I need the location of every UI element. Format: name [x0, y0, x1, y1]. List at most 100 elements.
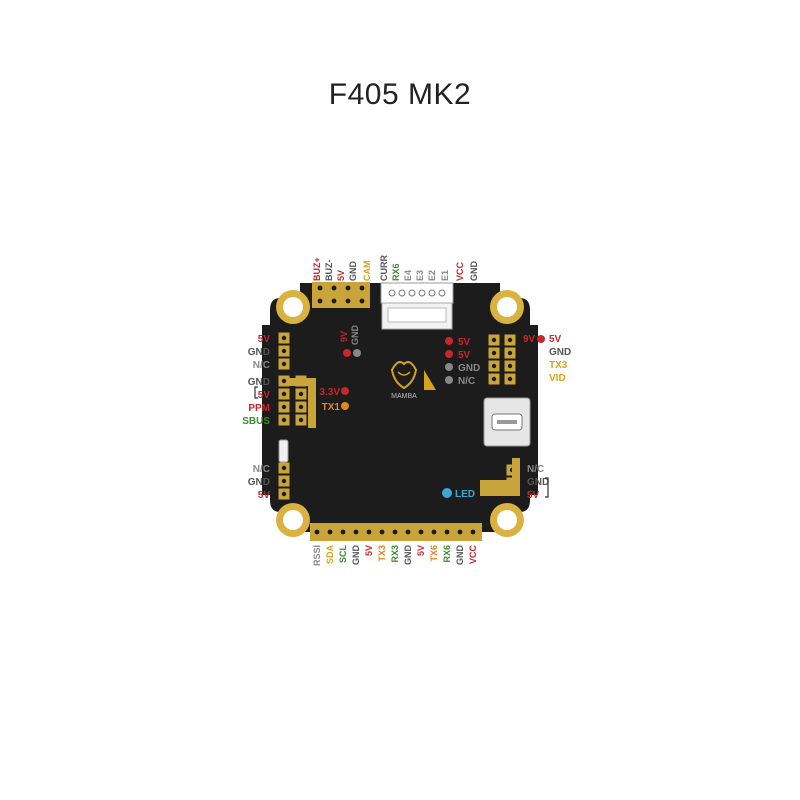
bottom-pad-hole: [353, 529, 359, 535]
bottom-pad-hole: [340, 529, 346, 535]
board-body: [270, 283, 530, 532]
left-middle-pad: [278, 388, 290, 400]
bottom-pad-hole: [379, 529, 385, 535]
bottom-pad-label: 5V: [364, 545, 374, 556]
top-pad-label: BUZ-: [324, 260, 334, 282]
diagram-title: F405 MK2: [328, 78, 472, 111]
top-pad-label: E2: [427, 270, 437, 281]
bottom-pad-hole: [444, 529, 450, 535]
top-pad-label: E4: [403, 270, 413, 281]
top-pad-hole: [317, 298, 323, 304]
bottom-pad-hole: [314, 529, 320, 535]
right-top-label: GND: [549, 347, 571, 358]
bottom-pad-label: RX6: [442, 545, 452, 563]
top-pad-hole: [331, 285, 337, 291]
left-bottom-pad: [278, 488, 290, 500]
right-top-pad: [488, 347, 500, 359]
esc-pin: [418, 289, 426, 297]
top-pad-hole: [359, 298, 365, 304]
bottom-pad-hole: [457, 529, 463, 535]
left-top-pad: [278, 345, 290, 357]
mount-hole-bottom-right: [490, 503, 524, 537]
bottom-pad-label: VCC: [468, 545, 478, 565]
bottom-pad-label: 5V: [416, 545, 426, 556]
inner-markers: 9V GND 3.3V TX1 5V 5V GND N/C 9V LED: [319, 325, 545, 500]
left-top-label: 5V: [258, 334, 271, 345]
dot-gnd-r: [445, 363, 453, 371]
left-top-pad: [278, 332, 290, 344]
right-top-pad-outer: [504, 373, 516, 385]
right-top-label: VID: [549, 373, 566, 384]
top-pad-label: GND: [469, 261, 479, 282]
bottom-pad-group: [310, 523, 482, 541]
label-5v-a: 5V: [458, 337, 471, 348]
left-top-label: GND: [248, 347, 270, 358]
mamba-logo-text: MAMBA: [391, 393, 417, 400]
bottom-pad-label: SDA: [325, 545, 335, 565]
top-pad-label: GND: [348, 261, 358, 282]
esc-pin: [438, 289, 446, 297]
left-top-label: N/C: [253, 360, 270, 371]
left-middle-pad: [278, 375, 290, 387]
dot-5v-a: [445, 337, 453, 345]
left-5v-bracket: [254, 386, 258, 399]
label-nc-r: N/C: [458, 376, 475, 387]
bottom-pad-hole: [366, 529, 372, 535]
bottom-pad-hole: [405, 529, 411, 535]
board-left-tab: [262, 325, 276, 495]
right-top-pad-outer: [504, 334, 516, 346]
bottom-pad-label: TX6: [429, 545, 439, 562]
left-middle-pad: [278, 414, 290, 426]
bottom-pad-label: SCL: [338, 544, 348, 563]
dot-5v-edge: [537, 335, 545, 343]
bottom-pad-label: GND: [351, 545, 361, 566]
mount-hole-bottom-left: [276, 503, 310, 537]
bottom-pad-label: GND: [455, 545, 465, 566]
left-middle-bracket-pad: [288, 378, 316, 428]
left-middle-label: PPM: [248, 403, 270, 414]
top-pad-label: CURR: [379, 255, 389, 281]
mount-hole-top-right: [490, 290, 524, 324]
bottom-pad-label: RX3: [390, 545, 400, 563]
top-pad-label: E1: [440, 270, 450, 281]
top-pad-label: 5V: [336, 270, 346, 281]
esc-pin: [408, 289, 416, 297]
left-middle-label: SBUS: [242, 416, 270, 427]
left-middle-pad-inner: [295, 388, 307, 400]
left-bottom-pad: [278, 462, 290, 474]
top-pad-hole: [345, 298, 351, 304]
label-9v-edge: 9V: [523, 334, 536, 345]
top-pad-hole: [317, 285, 323, 291]
led-indicator: [442, 488, 452, 498]
right-gnd-bracket: [545, 477, 549, 498]
left-bottom-pad: [278, 475, 290, 487]
left-bottom-label: 5V: [258, 490, 271, 501]
right-top-label: TX3: [549, 360, 568, 371]
bottom-pad-hole: [470, 529, 476, 535]
dot-9v-top: [343, 349, 351, 357]
label-5v-b: 5V: [458, 350, 471, 361]
top-pad-label: BUZ+: [312, 257, 322, 281]
mount-hole-top-left: [276, 290, 310, 324]
label-3v3: 3.3V: [319, 387, 340, 398]
esc-connector-slot: [387, 307, 447, 323]
left-middle-label: 5V: [258, 390, 271, 401]
top-pad-label: E3: [415, 270, 425, 281]
right-bottom-label: N/C: [527, 464, 544, 475]
bottom-pad-label: TX3: [377, 545, 387, 562]
bottom-pad-hole: [431, 529, 437, 535]
right-bottom-bracket-pad: [480, 458, 520, 496]
left-middle-pad: [278, 401, 290, 413]
right-top-label: 5V: [549, 334, 562, 345]
esc-pin: [388, 289, 396, 297]
dot-gnd-top: [353, 349, 361, 357]
right-bottom-label: GND: [527, 477, 549, 488]
esc-pin: [428, 289, 436, 297]
right-top-pad: [488, 373, 500, 385]
left-middle-label: GND: [248, 377, 270, 388]
